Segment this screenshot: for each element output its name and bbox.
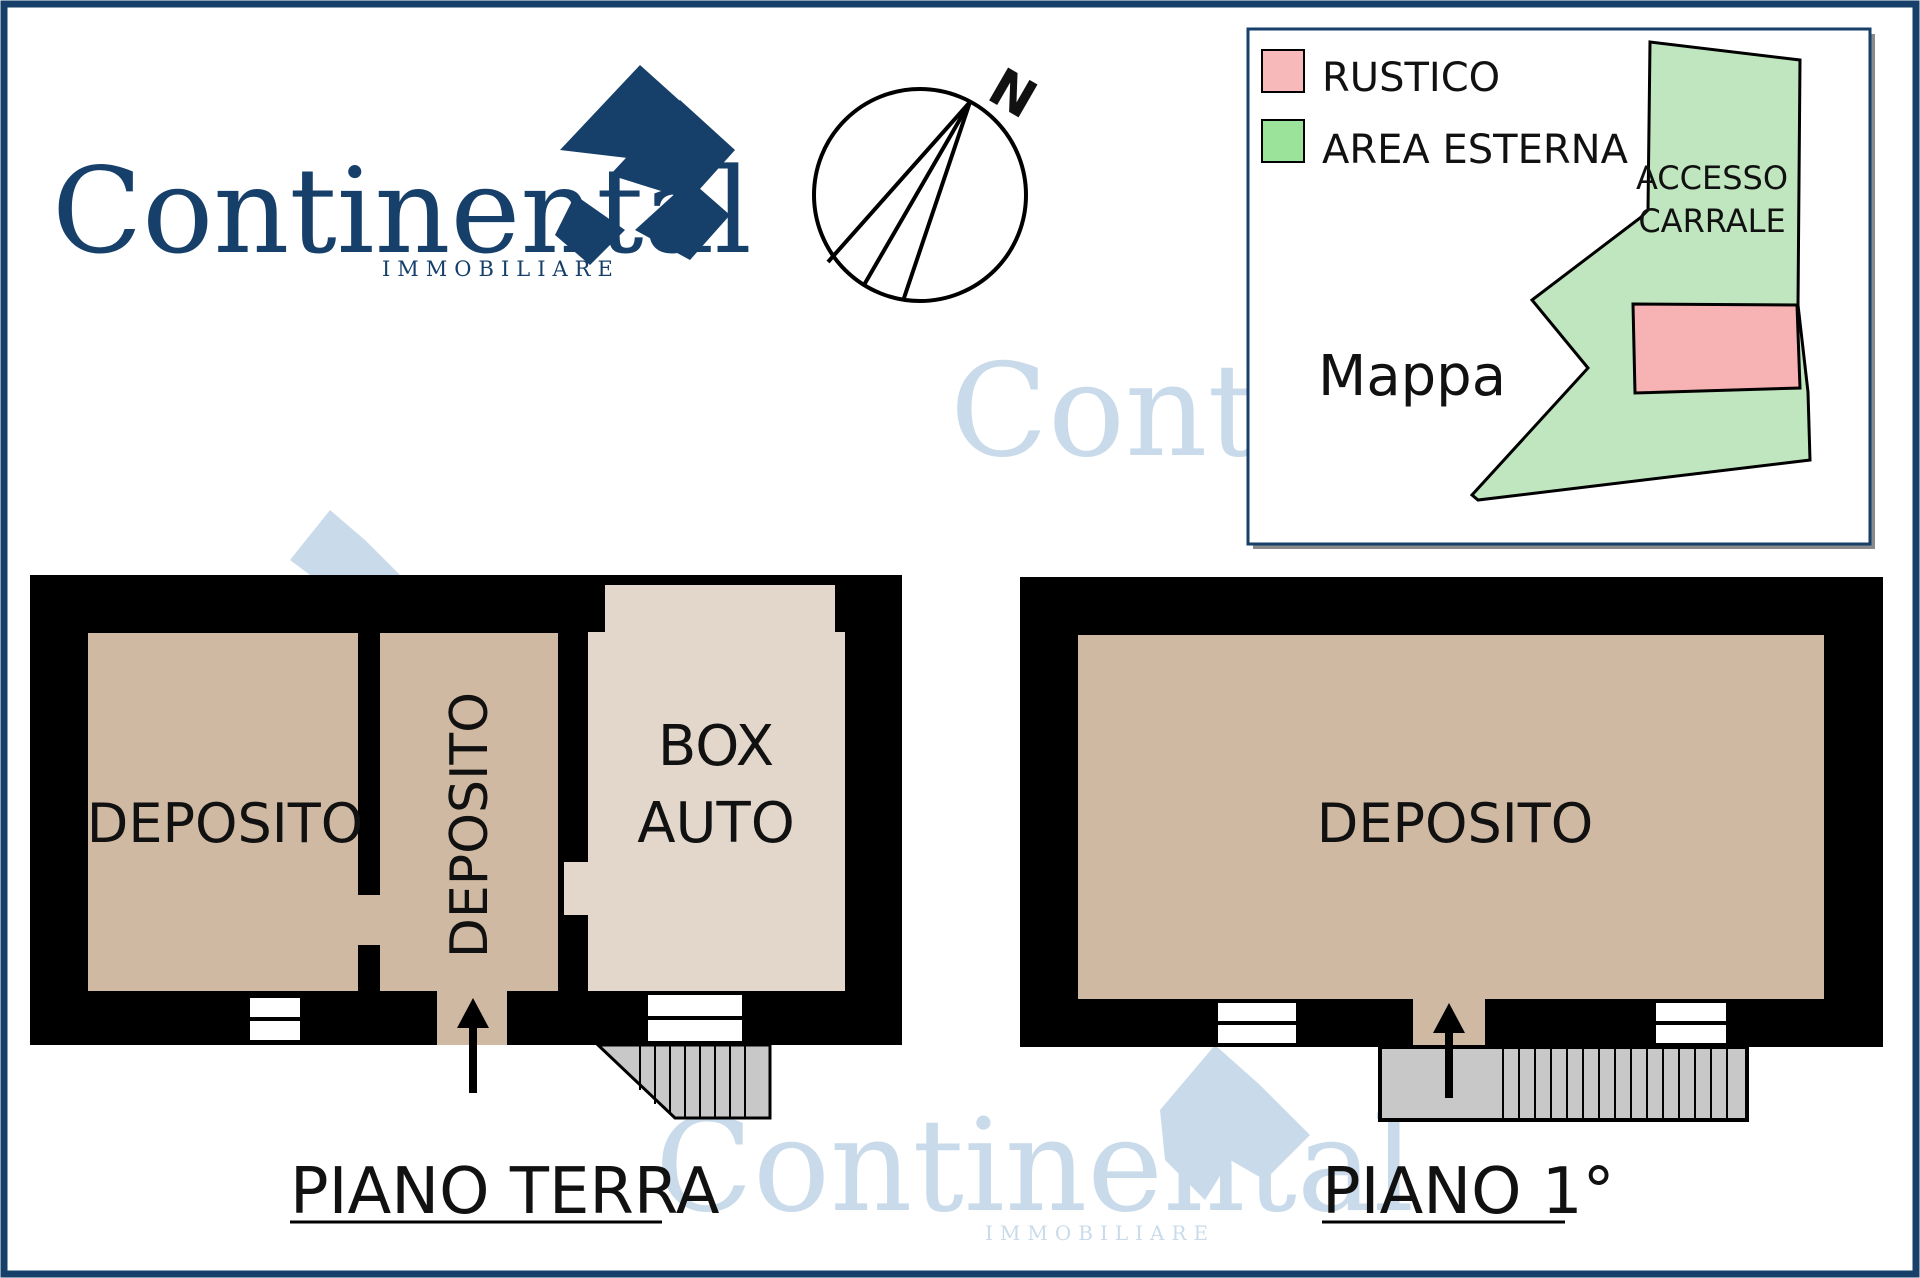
logo-emblem-icon: [555, 65, 735, 265]
ground-room-middle-label: DEPOSITO: [440, 692, 500, 958]
first-room: [1078, 635, 1824, 999]
ground-entrance-arrow-icon: [457, 998, 489, 1093]
ground-stair: [594, 1043, 772, 1120]
map-title: Mappa: [1318, 344, 1506, 409]
ground-door-left-middle: [350, 895, 380, 945]
logo-name: Continental: [52, 142, 752, 280]
ground-room-garage: [564, 585, 845, 991]
first-floor-title: PIANO 1°: [1322, 1155, 1615, 1229]
map-access-line1: ACCESSO: [1636, 159, 1788, 197]
legend-swatch-area-esterna: [1261, 119, 1305, 163]
ground-room-left-label: DEPOSITO: [87, 792, 363, 855]
logo-tagline: IMMOBILIARE: [382, 257, 620, 281]
map-rustico: [1631, 302, 1802, 395]
watermark-tagline-bottom: IMMOBILIARE: [985, 1221, 1215, 1245]
legend: RUSTICO AREA ESTERNA: [1261, 49, 1629, 173]
floor-plan-ground: DEPOSITO DEPOSITO BOX AUTO PIANO TERRA: [30, 575, 902, 1229]
legend-swatch-rustico: [1261, 49, 1305, 93]
watermark-logo-icon: [1160, 1045, 1310, 1200]
floor-plan-first: DEPOSITO PIANO 1°: [1020, 577, 1883, 1229]
ground-garage-label-line1: BOX: [658, 714, 774, 779]
first-room-label: DEPOSITO: [1317, 792, 1593, 855]
site-map: RUSTICO AREA ESTERNA ACCESSO CARRALE Map…: [1246, 27, 1875, 549]
first-entrance-arrow-icon: [1433, 1003, 1465, 1098]
company-logo: Continental IMMOBILIARE: [52, 65, 752, 281]
ground-room-middle: [380, 633, 558, 991]
ground-room-left: [88, 633, 358, 991]
map-access-line2: CARRALE: [1638, 202, 1785, 240]
compass-circle: [812, 87, 1028, 303]
watermark-bottom: Continental IMMOBILIARE: [655, 1045, 1414, 1245]
ground-floor-title: PIANO TERRA: [290, 1155, 720, 1229]
legend-label-rustico: RUSTICO: [1322, 55, 1500, 101]
legend-label-area-esterna: AREA ESTERNA: [1322, 127, 1629, 173]
ground-garage-label-line2: AUTO: [637, 791, 795, 856]
first-stair: [1378, 1045, 1749, 1122]
